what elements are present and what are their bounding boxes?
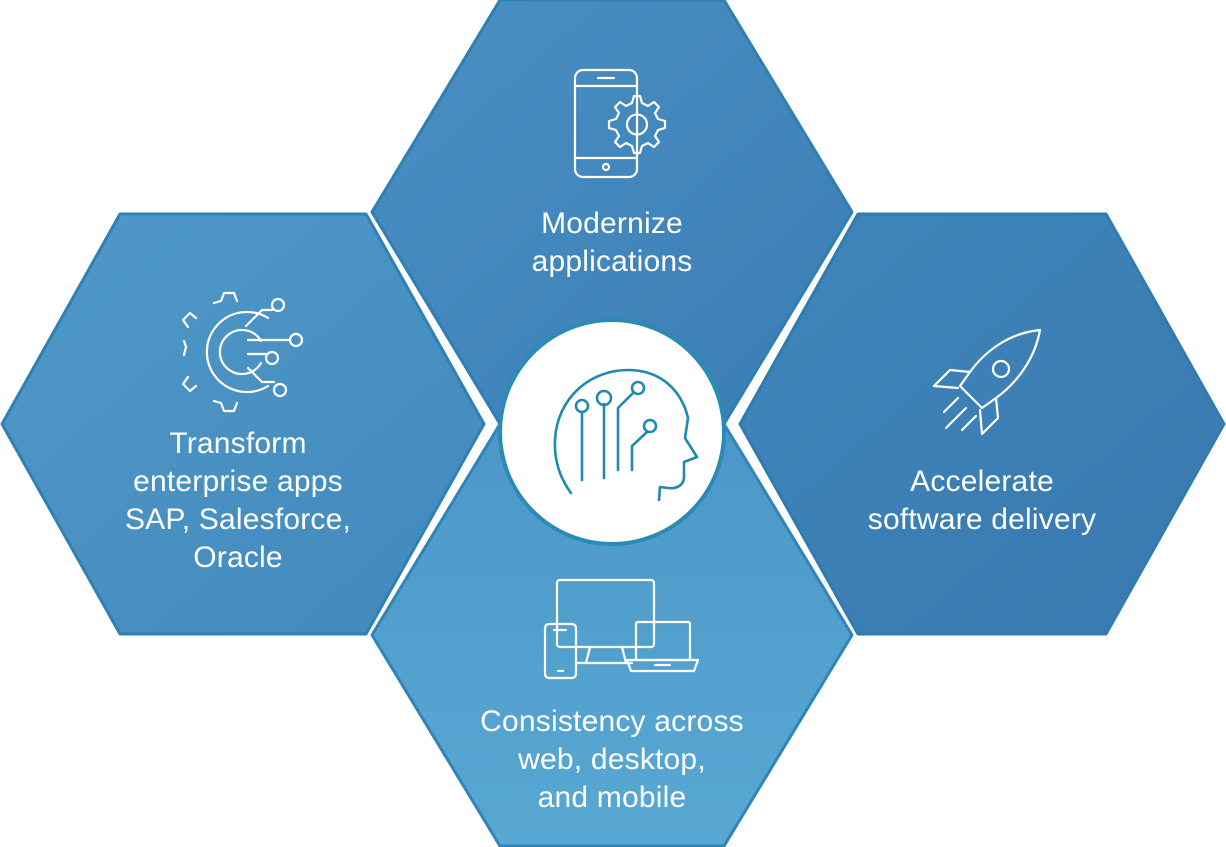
label-line: and mobile [537, 781, 687, 814]
mobile-gear-icon [573, 68, 667, 179]
label-line: Accelerate [910, 465, 1054, 498]
label-line: Modernize [541, 207, 683, 240]
center-circle [498, 318, 726, 546]
label-line: Consistency across [480, 705, 744, 738]
label-line: web, desktop, [518, 743, 706, 776]
hexagon-left-label: Transform enterprise apps SAP, Salesforc… [88, 425, 388, 577]
hexagon-right-label: Accelerate software delivery [832, 463, 1132, 539]
label-line: Oracle [193, 541, 283, 574]
hexagon-left [0, 212, 486, 636]
label-line: enterprise apps [133, 465, 343, 498]
label-line: SAP, Salesforce, [124, 503, 352, 536]
ai-head-icon [553, 368, 699, 502]
rocket-icon [932, 328, 1042, 436]
label-line: Transform [169, 427, 307, 460]
label-line: software delivery [867, 503, 1097, 536]
hexagon-bottom-label: Consistency across web, desktop, and mob… [432, 703, 792, 817]
label-line: applications [531, 245, 693, 278]
hexagon-top-label: Modernize applications [462, 205, 762, 281]
multi-device-icon [543, 578, 700, 680]
gear-circuit-icon [181, 291, 304, 413]
